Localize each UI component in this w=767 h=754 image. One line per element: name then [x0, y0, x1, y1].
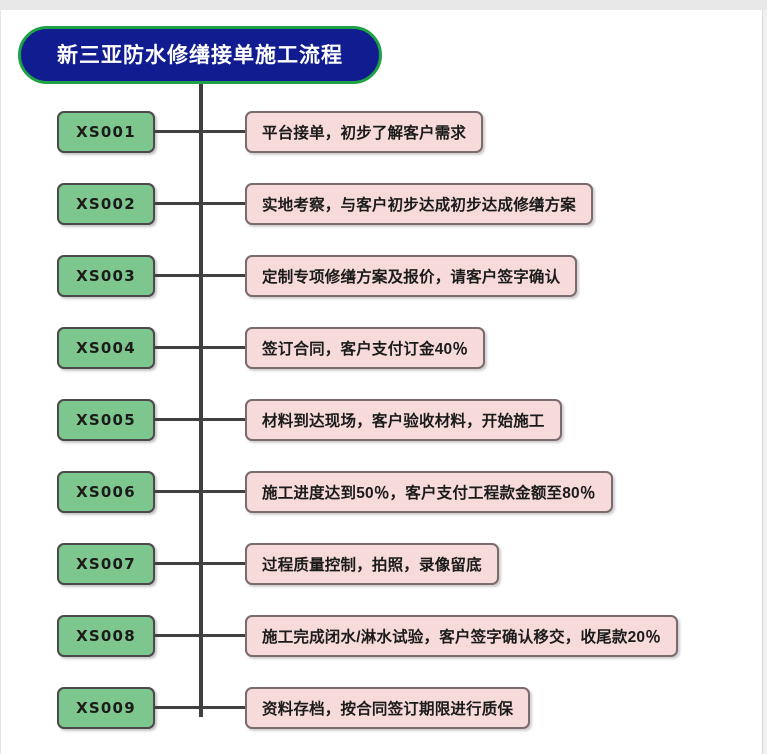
step-connector-line	[155, 418, 245, 421]
step-connector-line	[155, 274, 245, 277]
step-code-box[interactable]: XS003	[57, 255, 155, 297]
step-code-box[interactable]: XS006	[57, 471, 155, 513]
step-code-label: XS005	[76, 411, 136, 429]
step-code-label: XS007	[76, 555, 136, 573]
step-connector-line	[155, 634, 245, 637]
step-description-label: 材料到达现场，客户验收材料，开始施工	[262, 413, 545, 430]
step-description-box[interactable]: 材料到达现场，客户验收材料，开始施工	[245, 399, 562, 441]
step-code-box[interactable]: XS008	[57, 615, 155, 657]
step-description-label: 资料存档，按合同签订期限进行质保	[262, 701, 514, 718]
step-description-box[interactable]: 平台接单，初步了解客户需求	[245, 111, 484, 153]
step-connector-line	[155, 490, 245, 493]
step-code-label: XS003	[76, 267, 136, 285]
step-description-label: 签订合同，客户支付订金40％	[262, 341, 469, 358]
step-code-label: XS004	[76, 339, 136, 357]
step-description-label: 过程质量控制，拍照，录像留底	[262, 557, 482, 574]
flow-step-row: XS006 施工进度达到50％，客户支付工程款金额至80％	[0, 471, 767, 529]
step-code-box[interactable]: XS009	[57, 687, 155, 729]
page-top-border	[0, 0, 767, 10]
step-description-box[interactable]: 签订合同，客户支付订金40％	[245, 327, 486, 369]
step-connector-line	[155, 130, 245, 133]
step-description-box[interactable]: 施工完成闭水/淋水试验，客户签字确认移交，收尾款20％	[245, 615, 678, 657]
page-right-border	[762, 10, 767, 754]
step-description-label: 施工进度达到50％，客户支付工程款金额至80％	[262, 485, 596, 502]
flow-step-row: XS005 材料到达现场，客户验收材料，开始施工	[0, 399, 767, 457]
step-description-label: 实地考察，与客户初步达成初步达成修缮方案	[262, 197, 577, 214]
flow-step-row: XS004 签订合同，客户支付订金40％	[0, 327, 767, 385]
step-description-box[interactable]: 资料存档，按合同签订期限进行质保	[245, 687, 531, 729]
flowchart-title-text: 新三亚防水修缮接单施工流程	[57, 43, 343, 67]
step-connector-line	[155, 346, 245, 349]
flowchart-title-banner: 新三亚防水修缮接单施工流程	[18, 26, 382, 84]
step-description-label: 定制专项修缮方案及报价，请客户签字确认	[262, 269, 561, 286]
step-connector-line	[155, 202, 245, 205]
step-code-box[interactable]: XS007	[57, 543, 155, 585]
step-description-label: 施工完成闭水/淋水试验，客户签字确认移交，收尾款20％	[262, 629, 661, 646]
flow-step-row: XS007 过程质量控制，拍照，录像留底	[0, 543, 767, 601]
step-description-box[interactable]: 施工进度达到50％，客户支付工程款金额至80％	[245, 471, 613, 513]
step-code-label: XS008	[76, 627, 136, 645]
step-code-box[interactable]: XS002	[57, 183, 155, 225]
flow-step-row: XS003 定制专项修缮方案及报价，请客户签字确认	[0, 255, 767, 313]
step-code-box[interactable]: XS004	[57, 327, 155, 369]
step-code-box[interactable]: XS001	[57, 111, 155, 153]
flow-step-row: XS001 平台接单，初步了解客户需求	[0, 111, 767, 169]
step-description-label: 平台接单，初步了解客户需求	[262, 125, 467, 142]
step-code-label: XS006	[76, 483, 136, 501]
page-left-border	[0, 10, 1, 754]
step-code-label: XS002	[76, 195, 136, 213]
flow-step-row: XS002 实地考察，与客户初步达成初步达成修缮方案	[0, 183, 767, 241]
step-code-box[interactable]: XS005	[57, 399, 155, 441]
flow-trunk-line	[199, 84, 203, 717]
step-code-label: XS009	[76, 699, 136, 717]
step-connector-line	[155, 706, 245, 709]
step-description-box[interactable]: 定制专项修缮方案及报价，请客户签字确认	[245, 255, 578, 297]
step-code-label: XS001	[76, 123, 136, 141]
step-description-box[interactable]: 过程质量控制，拍照，录像留底	[245, 543, 499, 585]
flow-step-row: XS008 施工完成闭水/淋水试验，客户签字确认移交，收尾款20％	[0, 615, 767, 673]
flow-step-row: XS009 资料存档，按合同签订期限进行质保	[0, 687, 767, 745]
step-description-box[interactable]: 实地考察，与客户初步达成初步达成修缮方案	[245, 183, 594, 225]
step-connector-line	[155, 562, 245, 565]
